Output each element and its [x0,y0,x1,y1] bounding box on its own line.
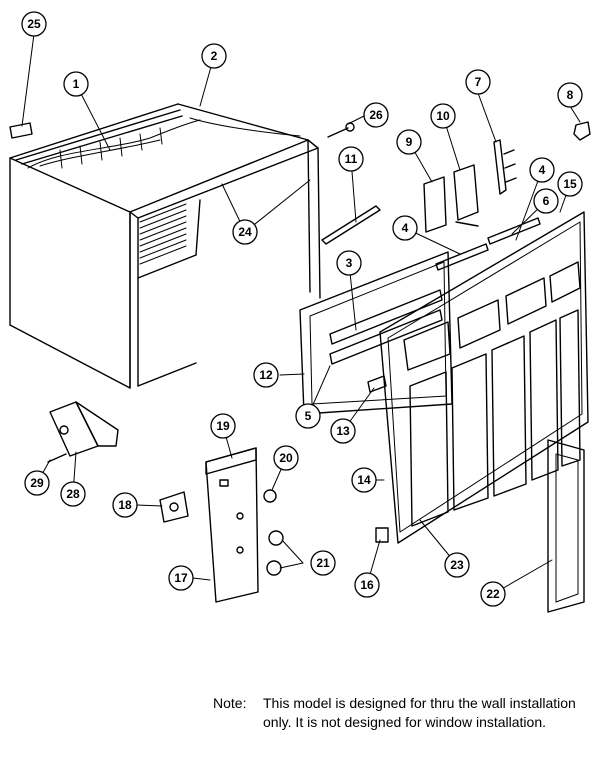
callout-23: 23 [450,558,464,572]
lower-latch-part [375,527,389,543]
filter-door-part [547,439,585,613]
callout-1: 1 [73,77,80,91]
callout-3: 3 [346,256,353,270]
callout-4-upper: 4 [539,163,546,177]
note-label: Note: [213,695,247,711]
front-grille-part [379,211,589,544]
hanger-part [493,139,517,195]
callout-10: 10 [436,109,450,123]
callout-6: 6 [543,194,550,208]
callout-7: 7 [475,75,482,89]
callout-5: 5 [305,409,312,423]
note-text: This model is designed for thru the wall… [263,695,576,730]
mount-bracket-part [47,401,119,463]
callout-4-lower: 4 [402,221,409,235]
screw-part [327,122,355,138]
latch-part [367,375,387,393]
callout-8: 8 [567,88,574,102]
callout-18: 18 [118,498,132,512]
callout-12: 12 [259,368,273,382]
callout-22: 22 [486,587,500,601]
trim-strip-parts [435,217,541,271]
callout-9: 9 [406,135,413,149]
callout-16: 16 [360,578,374,592]
callout-13: 13 [336,424,350,438]
bracket-bar-part [321,205,381,245]
control-knobs-part [263,489,284,576]
callout-29: 29 [30,476,44,490]
bracket-parts [423,164,479,233]
callout-25: 25 [27,17,41,31]
callout-19: 19 [216,419,230,433]
callout-28: 28 [66,487,80,501]
callout-20: 20 [279,451,293,465]
callout-2: 2 [211,49,218,63]
leader-lines [21,33,581,595]
callout-15: 15 [563,177,577,191]
callout-26: 26 [369,108,383,122]
label-plate [9,122,33,139]
callout-24: 24 [238,225,252,239]
control-panel-part [205,447,259,603]
cabinet-part [9,103,321,389]
callout-21: 21 [316,556,330,570]
switch-part [159,491,189,523]
callout-14: 14 [357,473,371,487]
callout-circles [21,11,583,607]
callout-17: 17 [174,571,188,585]
clip-part [573,121,591,141]
callout-11: 11 [345,152,358,166]
